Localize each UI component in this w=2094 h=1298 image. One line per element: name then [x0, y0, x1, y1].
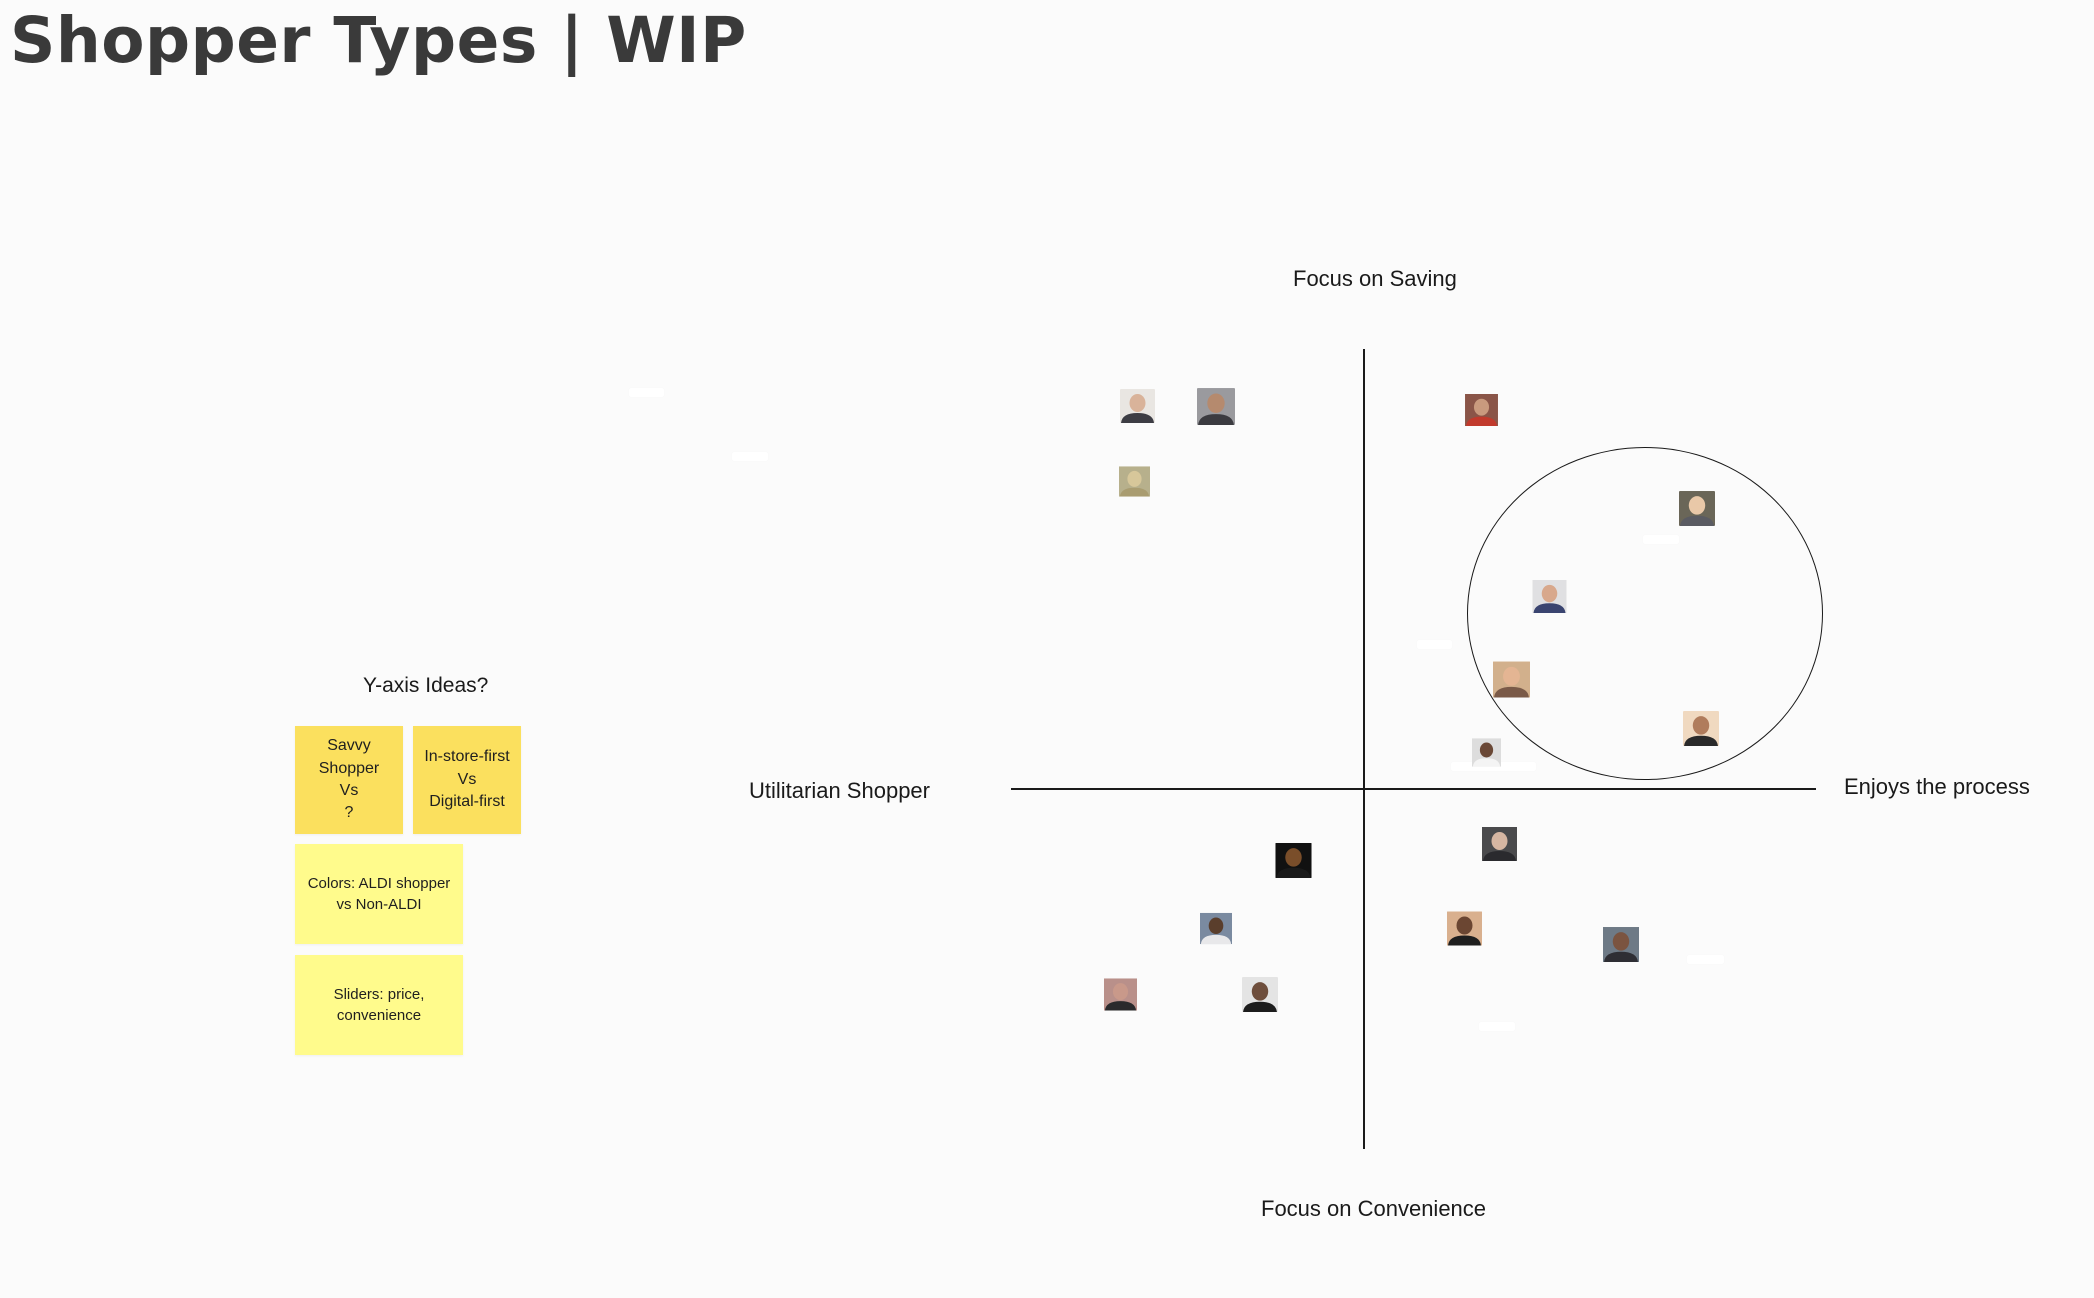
avatar-shoulders	[1494, 686, 1529, 698]
sticky-note-sliders[interactable]: Sliders: price, convenience	[295, 955, 463, 1055]
axis-label-bottom: Focus on Convenience	[1261, 1196, 1487, 1221]
person-photo-icon	[1482, 827, 1517, 861]
person-photo-icon	[1275, 843, 1312, 878]
person-photo-icon	[1104, 978, 1137, 1011]
avatar-shoulders	[1465, 416, 1498, 426]
sticky-note-colors[interactable]: Colors: ALDI shopper vs Non-ALDI	[295, 844, 463, 944]
participant-avatar[interactable]	[1531, 580, 1568, 613]
person-photo-icon	[1532, 580, 1567, 613]
empty-tag[interactable]	[1417, 640, 1452, 649]
avatar-face	[1503, 666, 1520, 686]
avatar-face	[1127, 470, 1142, 487]
participant-avatar[interactable]	[1119, 464, 1150, 499]
person-photo-icon	[1679, 491, 1715, 526]
sticky-note-savvy-shopper[interactable]: Savvy Shopper Vs ?	[295, 726, 403, 834]
avatar-face	[1688, 496, 1706, 515]
avatar-face	[1456, 916, 1473, 935]
axis-label-top: Focus on Saving	[1293, 266, 1457, 291]
axis-label-right: Enjoys the process	[1844, 774, 2030, 799]
avatar-face	[1612, 932, 1630, 951]
participant-avatar[interactable]	[1104, 976, 1137, 1013]
avatar-face	[1479, 742, 1494, 758]
avatar-shoulders	[1119, 487, 1150, 497]
avatar-face	[1251, 982, 1269, 1001]
avatar-shoulders	[1684, 735, 1718, 746]
participant-avatar[interactable]	[1481, 827, 1518, 861]
avatar-shoulders	[1472, 758, 1501, 767]
person-photo-icon	[1603, 927, 1639, 962]
empty-tag[interactable]	[629, 388, 664, 397]
avatar-shoulders	[1533, 603, 1566, 613]
avatar-face	[1473, 398, 1490, 416]
avatar-face	[1208, 917, 1224, 934]
vertical-axis[interactable]	[1363, 349, 1365, 1149]
avatar-shoulders	[1121, 413, 1154, 423]
empty-tag[interactable]	[1479, 1022, 1515, 1031]
participant-avatar[interactable]	[1242, 977, 1278, 1012]
board-title: Shopper Types | WIP	[10, 4, 747, 77]
horizontal-axis[interactable]	[1011, 788, 1816, 790]
participant-avatar[interactable]	[1120, 389, 1155, 423]
participant-avatar[interactable]	[1462, 394, 1501, 426]
axis-label-left: Utilitarian Shopper	[749, 778, 930, 803]
person-photo-icon	[1683, 711, 1719, 746]
avatar-shoulders	[1104, 1001, 1137, 1011]
person-photo-icon	[1200, 912, 1232, 945]
person-photo-icon	[1242, 977, 1278, 1012]
ideas-heading: Y-axis Ideas?	[363, 674, 489, 697]
person-photo-icon	[1472, 738, 1501, 767]
empty-tag[interactable]	[1643, 535, 1679, 544]
avatar-face	[1112, 983, 1129, 1001]
person-photo-icon	[1493, 661, 1530, 698]
avatar-shoulders	[1604, 951, 1638, 962]
avatar-shoulders	[1448, 935, 1481, 946]
person-photo-icon	[1197, 388, 1235, 425]
grouping-ellipse[interactable]	[1467, 447, 1823, 780]
participant-avatar[interactable]	[1493, 661, 1530, 698]
participant-avatar[interactable]	[1197, 388, 1235, 425]
participant-avatar[interactable]	[1275, 843, 1312, 878]
avatar-shoulders	[1276, 867, 1311, 878]
avatar-shoulders	[1200, 934, 1232, 945]
avatar-face	[1541, 584, 1558, 603]
avatar-face	[1207, 393, 1225, 414]
person-photo-icon	[1119, 466, 1150, 497]
participant-avatar[interactable]	[1447, 911, 1482, 946]
empty-tag[interactable]	[1687, 955, 1724, 964]
participant-avatar[interactable]	[1683, 711, 1719, 746]
empty-tag[interactable]	[732, 452, 768, 461]
participant-avatar[interactable]	[1200, 910, 1232, 947]
avatar-shoulders	[1198, 414, 1234, 425]
participant-avatar[interactable]	[1679, 491, 1715, 526]
person-photo-icon	[1465, 394, 1498, 426]
avatar-shoulders	[1680, 515, 1714, 526]
avatar-shoulders	[1243, 1001, 1277, 1012]
sticky-note-instore-digital[interactable]: In-store-first Vs Digital-first	[413, 726, 521, 834]
avatar-face	[1692, 716, 1710, 735]
participant-avatar[interactable]	[1603, 926, 1639, 963]
person-photo-icon	[1120, 389, 1155, 423]
avatar-face	[1129, 394, 1146, 412]
avatar-face	[1491, 832, 1508, 850]
participant-avatar[interactable]	[1472, 735, 1501, 770]
person-photo-icon	[1447, 911, 1482, 946]
avatar-shoulders	[1483, 851, 1516, 861]
avatar-face	[1285, 848, 1302, 867]
